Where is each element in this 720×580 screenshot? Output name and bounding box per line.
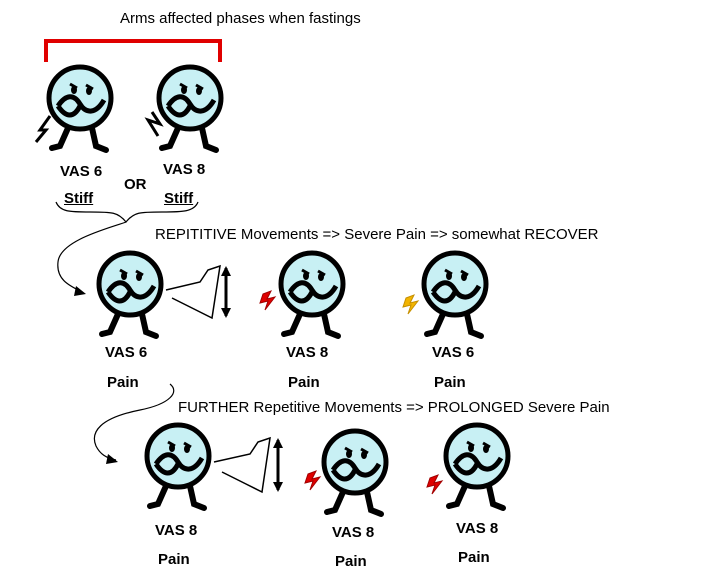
top-figure-1 <box>34 67 111 150</box>
vas-label: VAS 8 <box>286 344 329 361</box>
lightning-bolt-icon <box>402 294 419 315</box>
curved-arrow-icon <box>57 221 127 296</box>
bent-arm-icon <box>165 264 231 320</box>
row3-figure-3 <box>446 425 508 508</box>
vas-label: VAS 8 <box>332 524 375 541</box>
lightning-bolt-icon <box>259 290 276 311</box>
or-label: OR <box>124 176 147 193</box>
row3-figure-1 <box>147 425 209 508</box>
lightning-bolt-icon <box>144 111 164 137</box>
vas-label: VAS 6 <box>432 344 475 361</box>
vas-label: VAS 8 <box>155 522 198 539</box>
state-label: Pain <box>335 553 367 570</box>
state-label: Stiff <box>64 190 94 207</box>
state-label: Pain <box>458 549 490 566</box>
state-label: Pain <box>288 374 320 391</box>
lightning-bolt-icon <box>304 470 321 491</box>
row3-figure-2 <box>324 431 386 514</box>
vas-label: VAS 8 <box>456 520 499 537</box>
row2-figure-2 <box>281 253 343 336</box>
vas-label: VAS 8 <box>163 161 206 178</box>
state-label: Pain <box>158 551 190 568</box>
row2-figure-3 <box>424 253 486 336</box>
curved-arrow-icon <box>93 383 175 464</box>
top-figure-2 <box>144 67 221 150</box>
lightning-bolt-icon <box>34 115 52 143</box>
row2-caption: REPITITIVE Movements => Severe Pain => s… <box>155 226 599 243</box>
lightning-bolt-icon <box>426 474 443 495</box>
state-label: Pain <box>107 374 139 391</box>
state-label: Stiff <box>164 190 194 207</box>
vas-label: VAS 6 <box>60 163 103 180</box>
header-caption: Arms affected phases when fastings <box>120 10 361 27</box>
row2-figure-1 <box>99 253 161 336</box>
red-bracket <box>44 39 222 62</box>
vas-label: VAS 6 <box>105 344 148 361</box>
state-label: Pain <box>434 374 466 391</box>
row3-caption: FURTHER Repetitive Movements => PROLONGE… <box>178 399 610 416</box>
bent-arm-icon <box>213 436 283 494</box>
